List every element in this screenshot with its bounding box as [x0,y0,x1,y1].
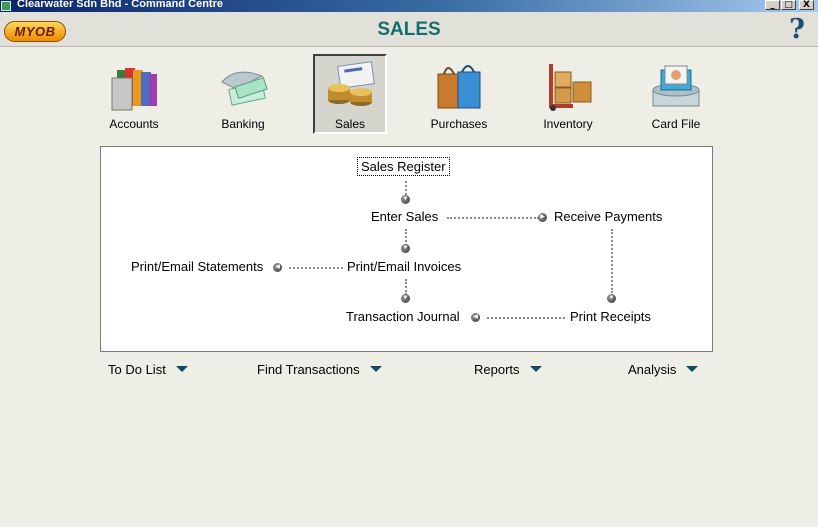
caret-down-icon [175,366,188,372]
caret-down-icon [529,366,542,372]
module-inventory[interactable]: Inventory [531,54,605,134]
module-accounts[interactable]: Accounts [97,54,171,134]
accounts-icon [111,68,157,111]
app-icon [1,1,11,11]
module-label: Purchases [430,117,488,131]
minimize-button[interactable]: _ [765,0,780,10]
module-label: Banking [221,117,265,131]
window-title-bar[interactable]: Clearwater Sdn Bhd - Command Centre _ □ … [0,0,818,12]
purchases-icon [437,65,481,109]
window-title: Clearwater Sdn Bhd - Command Centre [17,0,223,10]
arrow-down-icon: ▼ [607,294,616,303]
arrow-left-icon: ◀ [471,313,480,322]
connector [487,317,565,319]
find-transactions-dropdown[interactable]: Find Transactions [257,362,382,377]
connector [405,181,407,199]
dropdown-label: Reports [474,362,520,377]
page-title: SALES [377,19,441,40]
close-button[interactable]: X [799,0,814,10]
print-email-statements-link[interactable]: Print/Email Statements [131,259,264,274]
print-email-invoices-link[interactable]: Print/Email Invoices [347,259,462,274]
analysis-dropdown[interactable]: Analysis [628,362,699,377]
connector [447,217,539,219]
command-centre-header: MYOB SALES ? [0,12,818,47]
arrow-down-icon: ▼ [401,294,410,303]
enter-sales-link[interactable]: Enter Sales [371,209,439,224]
connector [405,279,407,295]
module-card-file[interactable]: Card File [639,54,713,134]
arrow-left-icon: ◀ [273,263,282,272]
connector [611,229,613,293]
card-file-icon [652,65,700,107]
module-label: Sales [334,117,366,131]
to-do-list-dropdown[interactable]: To Do List [108,362,188,377]
dropdown-label: Find Transactions [257,362,360,377]
help-icon[interactable]: ? [789,14,805,45]
sales-register-link[interactable]: Sales Register [357,157,450,176]
dropdown-label: Analysis [628,362,677,377]
sales-icon [328,61,375,106]
transaction-journal-link[interactable]: Transaction Journal [346,309,460,324]
dropdown-label: To Do List [108,362,166,377]
module-purchases[interactable]: Purchases [422,54,496,134]
myob-logo: MYOB [4,21,66,42]
reports-dropdown[interactable]: Reports [474,362,542,377]
maximize-button[interactable]: □ [781,0,796,10]
arrow-down-icon: ▼ [401,195,410,204]
module-sales[interactable]: Sales [313,54,387,134]
connector [289,267,343,269]
connector [405,229,407,246]
module-label: Accounts [109,117,159,131]
arrow-right-icon: ▶ [538,213,547,222]
arrow-down-icon: ▼ [401,244,410,253]
inventory-icon [549,64,592,111]
module-label: Card File [651,117,701,131]
module-label: Inventory [543,117,593,131]
caret-down-icon [686,366,699,372]
banking-icon [221,71,268,106]
print-receipts-link[interactable]: Print Receipts [570,309,651,324]
receive-payments-link[interactable]: Receive Payments [554,209,663,224]
caret-down-icon [369,366,382,372]
module-banking[interactable]: Banking [206,54,280,134]
sales-flow-panel: ▼ ▶ ▼ ▼ ◀ ▼ ◀ Sales Register Enter Sales… [100,146,713,352]
